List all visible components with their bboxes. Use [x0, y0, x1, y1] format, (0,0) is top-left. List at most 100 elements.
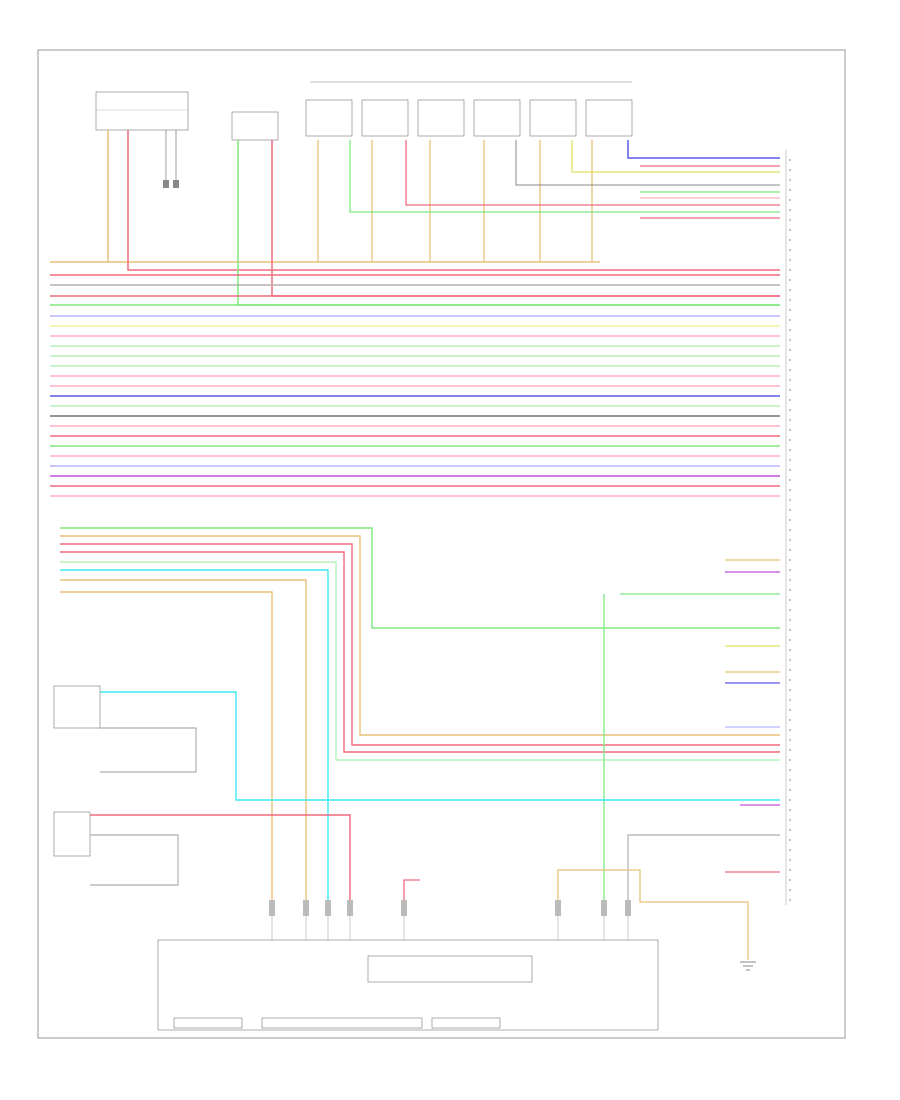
green-junction-wire — [237, 140, 780, 306]
strip-dot-4 — [789, 189, 791, 191]
strip-dot-1 — [789, 159, 791, 161]
strip-dot-15 — [789, 299, 791, 301]
strip-dot-27 — [789, 419, 791, 421]
strip-dot-30 — [789, 449, 791, 451]
strip-dot-9 — [789, 239, 791, 241]
blue-relay-output — [627, 140, 780, 159]
strip-dot-23 — [789, 379, 791, 381]
tan-ground-wire — [557, 869, 749, 960]
connector-pin-3 — [325, 900, 331, 916]
strip-dot-26 — [789, 409, 791, 411]
strip-dot-62 — [789, 769, 791, 771]
tan-lower-bundle-wire-2 — [60, 579, 307, 900]
relay-group — [305, 99, 633, 137]
instrument-panel-component — [95, 91, 189, 131]
strip-dot-28 — [789, 429, 791, 431]
strip-dot-47 — [789, 619, 791, 621]
strip-dot-31 — [789, 459, 791, 461]
yellow-relay-output — [571, 140, 780, 173]
cyan-switch-loop — [100, 691, 780, 801]
relay-drop-wires — [317, 140, 593, 262]
strip-dot-40 — [789, 549, 791, 551]
strip-dot-36 — [789, 509, 791, 511]
strip-dot-16 — [789, 309, 791, 311]
strip-dot-17 — [789, 319, 791, 321]
module-pin-leads — [271, 916, 629, 940]
strip-dot-74 — [789, 889, 791, 891]
strip-dot-2 — [789, 169, 791, 171]
strip-dot-29 — [789, 439, 791, 441]
strip-dot-61 — [789, 759, 791, 761]
strip-dot-25 — [789, 399, 791, 401]
strip-dot-51 — [789, 659, 791, 661]
junction-module — [231, 111, 279, 141]
relay-3 — [417, 99, 465, 137]
gray-lower-loop — [90, 834, 179, 886]
strip-dot-57 — [789, 719, 791, 721]
strip-dot-8 — [789, 229, 791, 231]
strip-dot-22 — [789, 369, 791, 371]
strip-dot-45 — [789, 599, 791, 601]
gray-relay-output — [515, 140, 780, 186]
strip-dot-19 — [789, 339, 791, 341]
strip-dot-39 — [789, 539, 791, 541]
strip-dot-59 — [789, 739, 791, 741]
strip-dot-41 — [789, 559, 791, 561]
strip-dot-34 — [789, 489, 791, 491]
strip-dot-42 — [789, 569, 791, 571]
control-module — [157, 939, 659, 1031]
strip-dot-21 — [789, 359, 791, 361]
strip-dot-58 — [789, 729, 791, 731]
connector-pin-6 — [555, 900, 561, 916]
lower-left-switch-box — [53, 811, 91, 857]
gray-switch-loop — [100, 727, 197, 773]
relay-4 — [473, 99, 521, 137]
green-lower-bundle-wire — [60, 527, 780, 629]
strip-dot-66 — [789, 809, 791, 811]
green-relay-output — [349, 140, 780, 213]
strip-dot-54 — [789, 689, 791, 691]
ground-symbol — [740, 961, 756, 971]
strip-dot-68 — [789, 829, 791, 831]
strip-dot-20 — [789, 349, 791, 351]
strip-dot-65 — [789, 799, 791, 801]
strip-dot-13 — [789, 279, 791, 281]
strip-dot-50 — [789, 649, 791, 651]
strip-dot-56 — [789, 709, 791, 711]
strip-dot-73 — [789, 879, 791, 881]
connector-pin-7 — [601, 900, 607, 916]
strip-dot-24 — [789, 389, 791, 391]
cyan-lower-bundle-wire — [60, 569, 329, 900]
strip-dot-10 — [789, 249, 791, 251]
strip-dot-32 — [789, 469, 791, 471]
relay-6 — [585, 99, 633, 137]
strip-dot-33 — [789, 479, 791, 481]
gray-right-loop — [627, 834, 780, 900]
strip-dot-49 — [789, 639, 791, 641]
relay-2 — [361, 99, 409, 137]
module-section-3 — [431, 1017, 501, 1029]
strip-dot-37 — [789, 519, 791, 521]
strip-dot-14 — [789, 289, 791, 291]
strip-dot-67 — [789, 819, 791, 821]
connector-pin-4 — [347, 900, 353, 916]
connector-pin-5 — [401, 900, 407, 916]
strip-dot-53 — [789, 679, 791, 681]
strip-dot-69 — [789, 839, 791, 841]
pink-lower-bundle-wire-2 — [60, 551, 780, 753]
strip-dot-55 — [789, 699, 791, 701]
left-switch-box — [53, 685, 101, 729]
strip-dot-6 — [789, 209, 791, 211]
strip-dot-35 — [789, 499, 791, 501]
strip-dot-12 — [789, 269, 791, 271]
connector-pin-2 — [303, 900, 309, 916]
strip-dot-3 — [789, 179, 791, 181]
wire-rows — [50, 274, 780, 497]
strip-dot-11 — [789, 259, 791, 261]
tan-lower-bundle-wire-3 — [60, 591, 273, 900]
strip-dot-70 — [789, 849, 791, 851]
strip-dot-52 — [789, 669, 791, 671]
strip-dot-48 — [789, 629, 791, 631]
